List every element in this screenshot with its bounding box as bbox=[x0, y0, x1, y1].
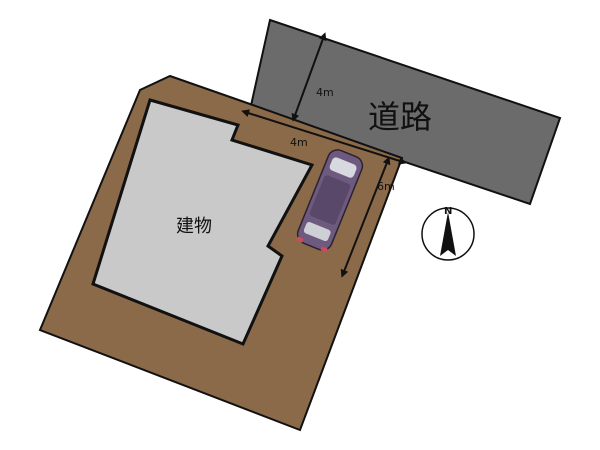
road-label: 道路 bbox=[368, 98, 432, 136]
parked-car bbox=[296, 149, 364, 253]
depth-arrow bbox=[340, 156, 391, 278]
north-compass: N bbox=[421, 206, 475, 261]
frontage-label: 4m bbox=[290, 136, 308, 149]
road-width-arrow bbox=[291, 32, 327, 122]
north-label: N bbox=[444, 206, 452, 217]
frontage-arrow bbox=[241, 109, 407, 165]
depth-label: 6m bbox=[377, 180, 395, 193]
road-width-label: 4m bbox=[316, 86, 334, 99]
building-label: 建物 bbox=[176, 216, 212, 237]
north-arrow-icon bbox=[440, 212, 456, 256]
